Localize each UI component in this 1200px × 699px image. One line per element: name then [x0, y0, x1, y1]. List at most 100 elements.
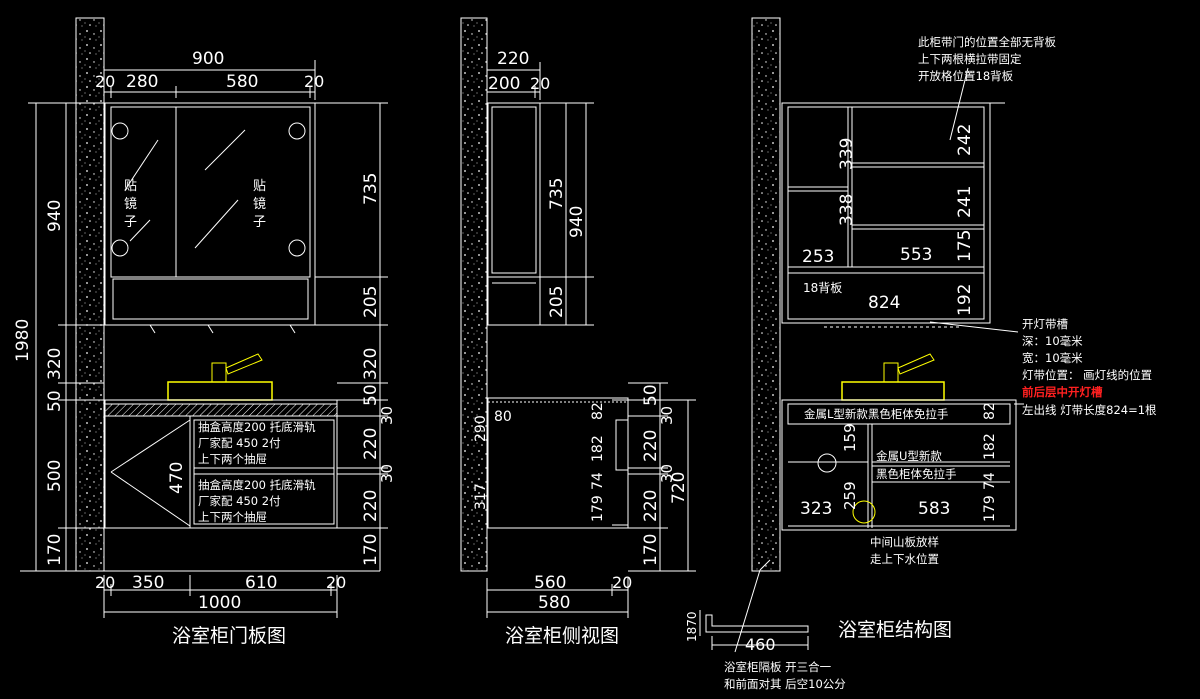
side-dim-940: 940	[567, 206, 587, 238]
side-dim-74: 74	[590, 472, 606, 490]
handle-u-1: 金属U型新款	[876, 449, 942, 463]
light-note-1: 开灯带槽	[1022, 317, 1068, 331]
structure-view	[699, 17, 1024, 653]
struct-dim-175: 175	[955, 230, 975, 262]
struct-dim-339: 339	[837, 138, 857, 170]
front-view	[20, 17, 388, 618]
struct-dim-82: 82	[982, 402, 998, 420]
front-dim-b20b: 20	[326, 573, 346, 592]
side-dim-20: 20	[530, 74, 550, 93]
front-dim-900: 900	[192, 49, 224, 69]
side-dim-720: 720	[669, 472, 689, 504]
front-view-title: 浴室柜门板图	[172, 625, 286, 647]
structure-labels: 此柜带门的位置全部无背板 上下两根横拉带固定 开放格位置18背板 339 338…	[685, 35, 1157, 691]
structure-view-title: 浴室柜结构图	[838, 619, 952, 641]
structure-lower-cabinet	[781, 399, 1017, 531]
front-dim-r220a: 220	[361, 428, 381, 460]
front-dim-1000: 1000	[198, 593, 241, 613]
front-dim-940: 940	[45, 200, 65, 232]
drawer2-line3: 上下两个抽屉	[198, 510, 267, 524]
struct-dim-182: 182	[982, 433, 998, 460]
front-dim-r320: 320	[361, 348, 381, 380]
mirror-right-1: 贴	[253, 179, 266, 194]
struct-dim-460: 460	[745, 635, 776, 654]
side-view-title: 浴室柜侧视图	[505, 625, 619, 647]
struct-dim-1870: 1870	[685, 611, 699, 642]
front-dim-r50: 50	[361, 384, 381, 406]
mirror-left-1: 贴	[124, 179, 137, 194]
light-note-4: 灯带位置： 画灯线的位置	[1022, 368, 1152, 382]
mirror-left-2: 镜	[124, 197, 137, 212]
side-dim-220a: 220	[641, 430, 661, 462]
partition-note-2: 和前面对其 后空10公分	[724, 677, 846, 691]
drawer1-line3: 上下两个抽屉	[198, 452, 267, 466]
side-dim-179: 179	[590, 495, 606, 522]
front-dim-r30: 30	[378, 406, 396, 425]
struct-dim-338: 338	[837, 194, 857, 226]
struct-dim-583: 583	[918, 499, 950, 519]
drawer2-line2: 厂家配 450 2付	[198, 494, 281, 508]
partition-note-1: 浴室柜隔板 开三合一	[724, 660, 832, 674]
side-dim-30a: 30	[658, 406, 676, 425]
side-view	[460, 17, 696, 618]
struct-dim-253: 253	[802, 247, 834, 267]
side-dim-b20: 20	[612, 573, 632, 592]
mirror-right-3: 子	[253, 215, 266, 230]
side-dim-317: 317	[473, 483, 489, 510]
front-dim-610: 610	[245, 573, 277, 593]
front-dim-170: 170	[45, 534, 65, 566]
struct-dim-553: 553	[900, 245, 932, 265]
struct-dim-259: 259	[841, 481, 859, 510]
front-dim-20b: 20	[304, 72, 324, 91]
struct-dim-74: 74	[982, 472, 998, 490]
struct-dim-242: 242	[955, 124, 975, 156]
front-dim-b20a: 20	[95, 573, 115, 592]
front-dim-580: 580	[226, 72, 258, 92]
struct-dim-159: 159	[841, 423, 859, 452]
front-dim-350: 350	[132, 573, 164, 593]
handle-l: 金属L型新款黑色柜体免拉手	[804, 407, 948, 421]
struct-note-2: 上下两根横拉带固定	[918, 52, 1022, 66]
wall-front	[75, 17, 105, 572]
side-dim-82: 82	[590, 402, 606, 420]
mid-note-2: 走上下水位置	[870, 552, 939, 566]
side-dim-735: 735	[547, 178, 567, 210]
front-dim-50: 50	[45, 390, 65, 412]
struct-dim-824: 824	[868, 293, 900, 313]
side-dim-290: 290	[473, 415, 489, 442]
side-dim-560: 560	[534, 573, 566, 593]
front-dim-205: 205	[361, 286, 381, 318]
front-dim-735: 735	[361, 173, 381, 205]
structure-upper-cabinet	[781, 102, 991, 324]
drawer2-line1: 抽盒高度200 托底滑轨	[198, 478, 316, 492]
front-dim-280: 280	[126, 72, 158, 92]
side-dim-50: 50	[641, 384, 661, 406]
struct-dim-192: 192	[955, 284, 975, 316]
front-dim-r170: 170	[361, 534, 381, 566]
drawer1-line2: 厂家配 450 2付	[198, 436, 281, 450]
front-dim-1980: 1980	[13, 319, 33, 362]
side-dim-220: 220	[497, 49, 529, 69]
front-dim-r30b: 30	[378, 464, 396, 483]
mirror-right-2: 镜	[253, 197, 266, 212]
struct-note-3: 开放格位置18背板	[918, 69, 1014, 83]
light-note-3: 宽：10毫米	[1022, 351, 1083, 365]
front-dim-20a: 20	[95, 72, 115, 91]
wall-structure	[751, 17, 781, 572]
basin	[167, 381, 273, 401]
front-dim-500: 500	[45, 460, 65, 492]
light-note-last: 左出线 灯带长度824=1根	[1022, 403, 1157, 417]
struct-dim-179: 179	[982, 495, 998, 522]
front-dim-320: 320	[45, 348, 65, 380]
side-dim-200: 200	[488, 74, 520, 94]
side-dim-170: 170	[641, 534, 661, 566]
side-dim-182: 182	[590, 435, 606, 462]
side-dim-220b: 220	[641, 490, 661, 522]
side-dim-580: 580	[538, 593, 570, 613]
struct-note-1: 此柜带门的位置全部无背板	[918, 35, 1056, 49]
side-dim-80: 80	[494, 409, 512, 425]
handle-u-2: 黑色柜体免拉手	[876, 467, 957, 481]
side-dim-30b: 30	[658, 464, 676, 483]
